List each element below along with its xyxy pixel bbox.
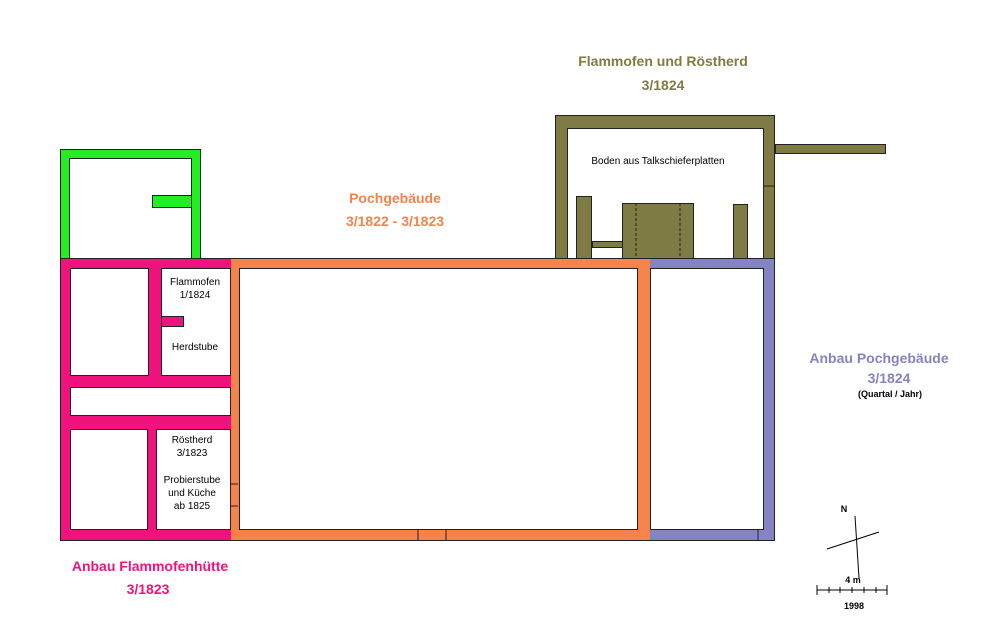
outlines bbox=[60, 149, 775, 541]
boden-label: Boden aus Talkschieferplatten bbox=[591, 156, 724, 167]
flammofen-roestherd-building bbox=[555, 115, 886, 260]
flammofen-room-date: 1/1824 bbox=[180, 290, 211, 301]
pochgebaeude-title: Pochgebäude bbox=[349, 190, 441, 206]
roestherd-date: 3/1823 bbox=[177, 448, 208, 459]
flammofen-roestherd-date: 3/1824 bbox=[642, 77, 685, 93]
anbau-pochgebaeude-title: Anbau Pochgebäude bbox=[809, 350, 948, 366]
pochgebaeude-date: 3/1822 - 3/1823 bbox=[346, 213, 444, 229]
probierstube-label-3: ab 1825 bbox=[174, 501, 211, 512]
year-label: 1998 bbox=[844, 601, 864, 611]
scale-bar bbox=[816, 585, 888, 595]
anbau-flammofenhuette-date: 3/1823 bbox=[127, 581, 170, 597]
anbau-pochgebaeude-building bbox=[650, 258, 775, 541]
anbau-flammofenhuette-title: Anbau Flammofenhütte bbox=[72, 558, 229, 574]
flammofen-room-label: Flammofen bbox=[170, 277, 220, 288]
pochgebaeude-building bbox=[231, 258, 650, 541]
green-room bbox=[60, 149, 201, 259]
herdstube-label: Herdstube bbox=[172, 342, 219, 353]
anbau-pochgebaeude-note: (Quartal / Jahr) bbox=[858, 389, 922, 399]
north-label: N bbox=[841, 504, 848, 514]
probierstube-label-2: und Küche bbox=[168, 488, 216, 499]
probierstube-label-1: Probierstube bbox=[164, 475, 221, 486]
scale-label: 4 m bbox=[845, 575, 861, 585]
flammofen-roestherd-title: Flammofen und Röstherd bbox=[578, 53, 748, 69]
anbau-pochgebaeude-date: 3/1824 bbox=[868, 370, 911, 386]
roestherd-label: Röstherd bbox=[172, 435, 213, 446]
north-arrow bbox=[826, 515, 880, 579]
